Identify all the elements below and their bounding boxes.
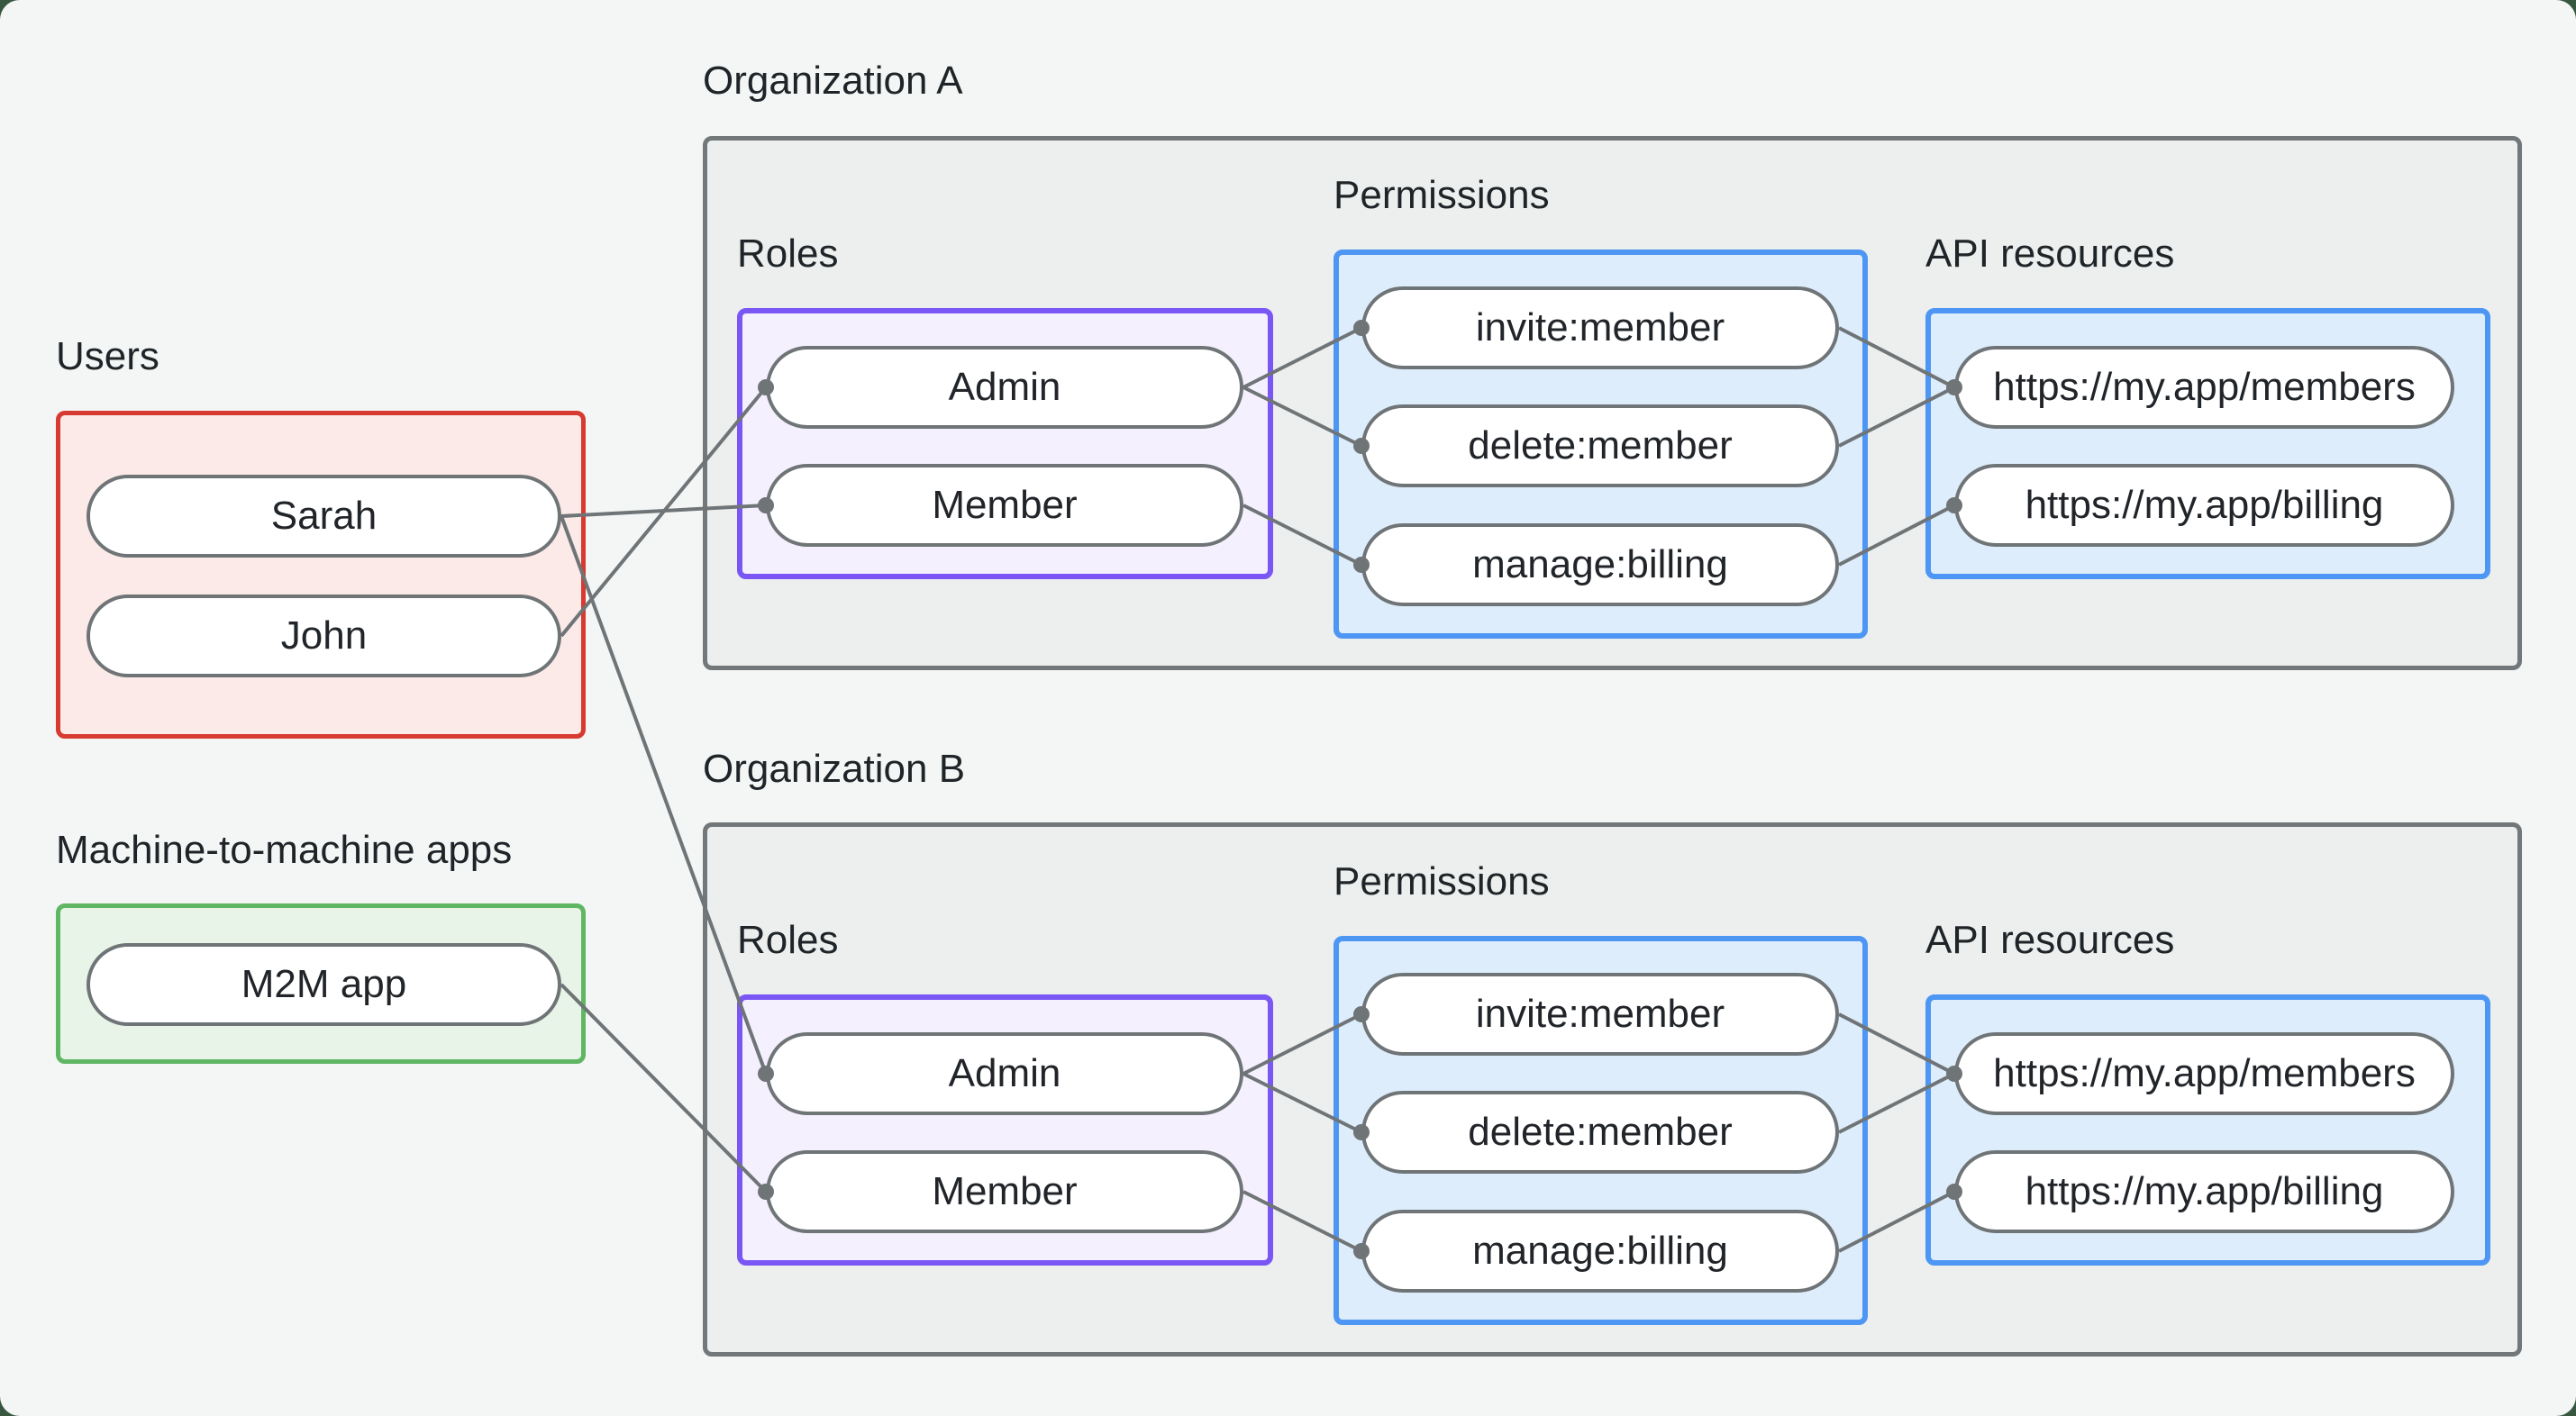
org-a-role-member: Member <box>766 464 1243 547</box>
org-a-api-members: https://my.app/members <box>1954 346 2454 429</box>
user-node-sarah: Sarah <box>86 475 561 558</box>
org-a-title: Organization A <box>703 59 963 103</box>
users-group-box <box>56 411 586 739</box>
m2m-section-label: Machine-to-machine apps <box>56 828 513 872</box>
users-section-label: Users <box>56 334 159 378</box>
org-b-role-admin: Admin <box>766 1032 1243 1115</box>
org-b-title: Organization B <box>703 747 966 791</box>
org-a-api-resources-label: API resources <box>1925 231 2175 276</box>
org-a-roles-label: Roles <box>737 231 839 276</box>
org-b-roles-label: Roles <box>737 918 839 962</box>
org-b-permission-manage-billing: manage:billing <box>1361 1210 1839 1293</box>
org-b-permission-invite-member: invite:member <box>1361 973 1839 1056</box>
org-a-permission-manage-billing: manage:billing <box>1361 523 1839 606</box>
org-b-api-members: https://my.app/members <box>1954 1032 2454 1115</box>
org-a-permission-delete-member: delete:member <box>1361 404 1839 487</box>
m2m-node-app: M2M app <box>86 943 561 1026</box>
org-b-role-member: Member <box>766 1150 1243 1233</box>
user-node-john: John <box>86 595 561 677</box>
org-a-role-admin: Admin <box>766 346 1243 429</box>
org-b-permission-delete-member: delete:member <box>1361 1091 1839 1174</box>
org-a-api-billing: https://my.app/billing <box>1954 464 2454 547</box>
org-b-permissions-label: Permissions <box>1334 859 1550 903</box>
org-b-api-billing: https://my.app/billing <box>1954 1150 2454 1233</box>
org-a-permission-invite-member: invite:member <box>1361 286 1839 369</box>
org-a-permissions-label: Permissions <box>1334 173 1550 217</box>
org-b-api-resources-label: API resources <box>1925 918 2175 962</box>
